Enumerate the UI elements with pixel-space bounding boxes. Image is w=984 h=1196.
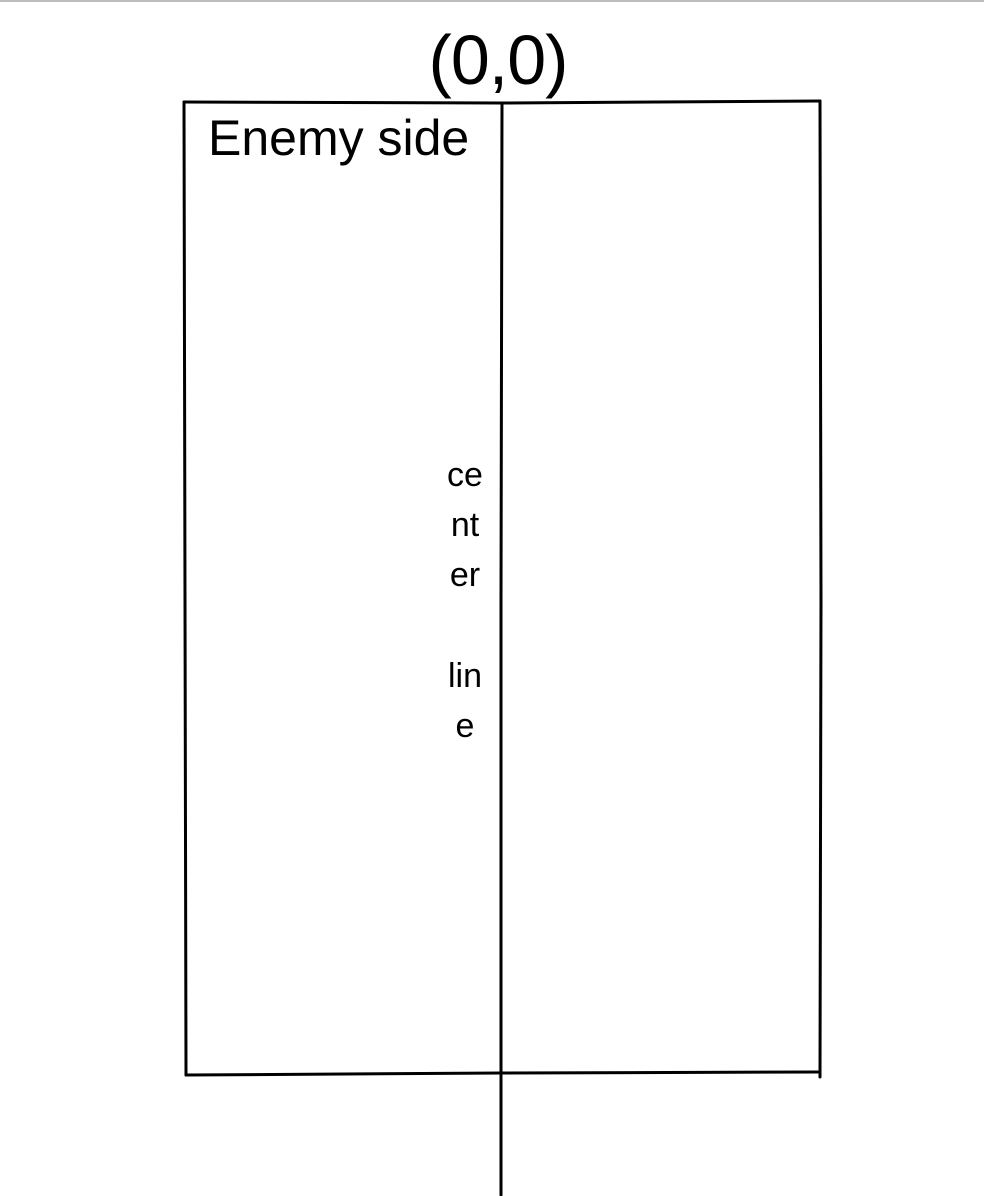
field-bottom-edge [184, 1070, 822, 1077]
enemy-side-label: Enemy side [208, 110, 470, 166]
field-left-edge [182, 100, 188, 1077]
center-line [499, 101, 504, 1196]
origin-label: (0,0) [428, 21, 569, 99]
center-line-label: center line [447, 456, 483, 746]
top-border-rule [0, 0, 984, 2]
field-right-edge [818, 99, 823, 1079]
